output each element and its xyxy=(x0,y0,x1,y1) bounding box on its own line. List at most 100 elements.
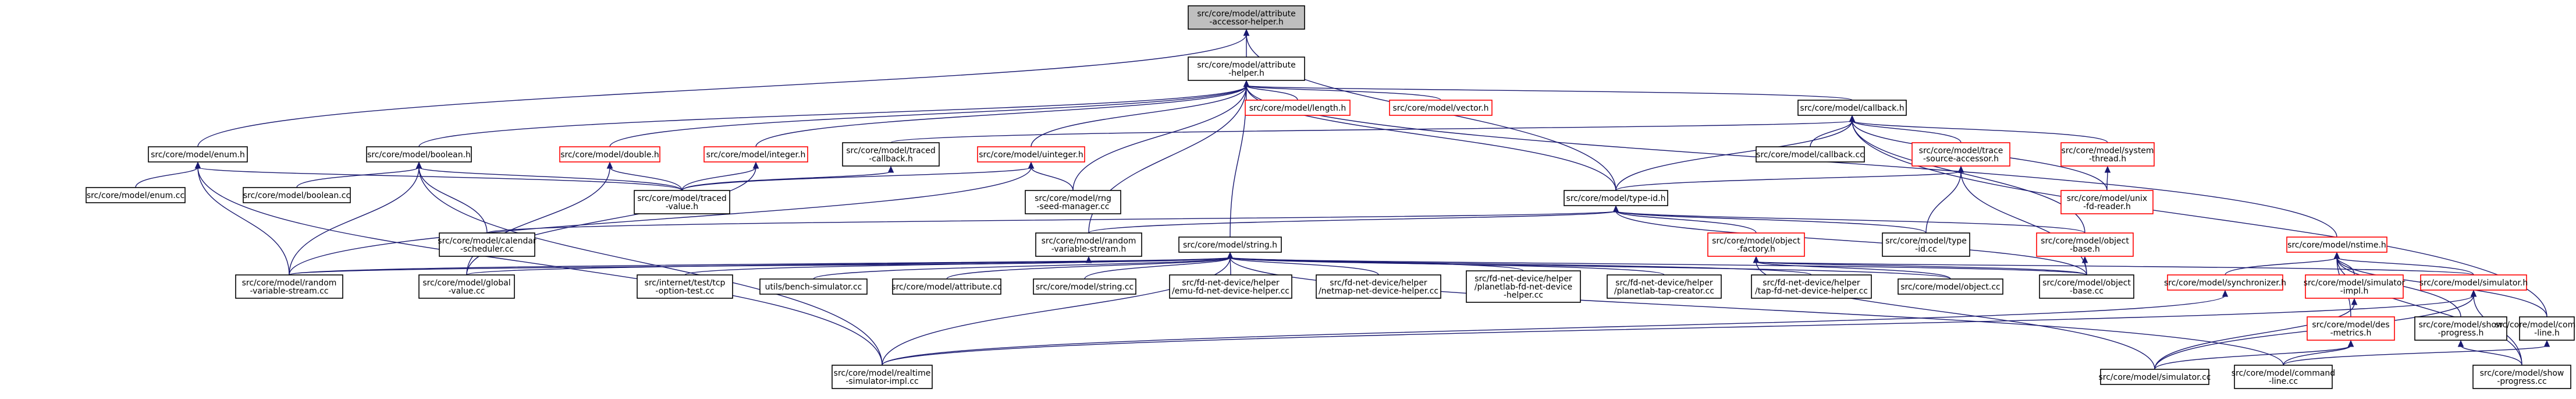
edge-line xyxy=(2460,345,2522,366)
node-planetlab-fd-net-cc[interactable]: src/fd-net-device/helper/planetlab-fd-ne… xyxy=(1466,270,1581,303)
node-label: -simulator-impl.cc xyxy=(845,377,918,386)
node-type-id-h[interactable]: src/core/model/type-id.h xyxy=(1564,190,1668,206)
node-box xyxy=(1035,232,1142,257)
node-traced-callback-h[interactable]: src/core/model/traced-callback.h xyxy=(842,142,940,167)
node-callback-cc[interactable]: src/core/model/callback.cc xyxy=(1756,146,1865,163)
node-object-cc[interactable]: src/core/model/object.cc xyxy=(1898,278,2003,295)
node-system-thread-h[interactable]: src/core/model/system-thread.h xyxy=(2060,142,2155,167)
node-enum-cc[interactable]: src/core/model/enum.cc xyxy=(86,187,186,203)
edge-nstime_h-to-simulator_h xyxy=(2333,252,2474,276)
node-box xyxy=(1188,57,1305,81)
node-trace-source-accessor-h[interactable]: src/core/model/trace-source-accessor.h xyxy=(1911,142,2010,167)
node-box xyxy=(2414,316,2507,341)
edge-traced_callback_h-to-traced_value_h xyxy=(681,165,894,191)
edge-line xyxy=(882,295,2226,366)
node-label: src/core/model/traced xyxy=(846,146,936,156)
node-integer-h[interactable]: src/core/model/integer.h xyxy=(703,146,808,163)
edge-line xyxy=(418,167,488,234)
node-string-cc[interactable]: src/core/model/string.cc xyxy=(1033,278,1136,295)
node-label: src/core/model/system xyxy=(2061,146,2154,156)
node-box xyxy=(1911,142,2010,167)
node-rng-seed-manager-cc[interactable]: src/core/model/rng-seed-manager.cc xyxy=(1025,190,1121,214)
node-object-base-cc[interactable]: src/core/model/object-base.cc xyxy=(2039,274,2134,299)
edge-line xyxy=(486,210,1616,234)
node-label: -callback.h xyxy=(869,154,913,164)
node-label: src/core/model/object xyxy=(2041,236,2129,246)
node-tap-fd-net-cc[interactable]: src/fd-net-device/helper/tap-fd-net-devi… xyxy=(1751,274,1872,299)
node-simulator-cc[interactable]: src/core/model/simulator.cc xyxy=(2098,369,2211,385)
node-label: -helper.h xyxy=(1228,69,1264,78)
edge-line xyxy=(1230,257,1951,280)
node-box xyxy=(2519,316,2575,341)
edge-line xyxy=(289,167,420,276)
node-length-h[interactable]: src/core/model/length.h xyxy=(1245,100,1351,116)
node-boolean-cc[interactable]: src/core/model/boolean.cc xyxy=(243,187,351,203)
node-random-variable-stream-h[interactable]: src/core/model/random-variable-stream.h xyxy=(1035,232,1142,257)
node-global-value-cc[interactable]: src/core/model/global-value.cc xyxy=(418,274,515,299)
node-unix-fd-reader-h[interactable]: src/core/model/unix-fd-reader.h xyxy=(2060,190,2154,214)
node-random-variable-stream-cc[interactable]: src/core/model/random-variable-stream.cc xyxy=(235,274,343,299)
edge-line xyxy=(2283,345,2351,366)
edge-line xyxy=(1230,257,1812,276)
edge-simulator_h-to-realtime_simulator_impl_cc xyxy=(882,289,2477,366)
node-emu-fd-net-cc[interactable]: src/fd-net-device/helper/emu-fd-net-devi… xyxy=(1169,274,1292,299)
node-uinteger-h[interactable]: src/core/model/uinteger.h xyxy=(977,146,1085,163)
edge-line xyxy=(1615,210,1757,234)
node-traced-value-h[interactable]: src/core/model/traced-value.h xyxy=(634,190,730,214)
node-simulator-impl-h[interactable]: src/core/model/simulator-impl.h xyxy=(2304,274,2406,299)
node-box xyxy=(759,278,868,295)
node-nstime-h[interactable]: src/core/model/nstime.h xyxy=(2286,236,2387,253)
node-command-line-cc[interactable]: src/core/model/command-line.cc xyxy=(2232,365,2335,389)
node-attribute-cc[interactable]: src/core/model/attribute.cc xyxy=(891,278,1002,295)
node-box xyxy=(1178,236,1282,253)
edge-double_h-to-traced_value_h xyxy=(606,161,683,191)
node-des-metrics-h[interactable]: src/core/model/des-metrics.h xyxy=(2307,316,2395,341)
edge-attribute_helper-to-rng_seed_manager_cc xyxy=(1072,80,1250,191)
node-type-id-cc[interactable]: src/core/model/type-id.cc xyxy=(1882,232,1970,257)
edge-line xyxy=(1084,257,1231,280)
edge-uinteger_h-to-random_variable_stream_cc xyxy=(289,161,1035,276)
node-box xyxy=(559,146,660,163)
node-vector-h[interactable]: src/core/model/vector.h xyxy=(1389,100,1493,116)
edge-line xyxy=(2225,257,2337,276)
edge-type_id_h-to-object_factory_h xyxy=(1612,205,1757,234)
node-label: src/core/model/string.h xyxy=(1183,241,1277,250)
node-tcp-option-test-cc[interactable]: src/internet/test/tcp-option-test.cc xyxy=(637,274,733,299)
node-label: src/core/model/synchronizer.h xyxy=(2164,278,2286,288)
node-realtime-simulator-impl-cc[interactable]: src/core/model/realtime-simulator-impl.c… xyxy=(832,365,933,389)
node-planetlab-tap-creator-cc[interactable]: src/fd-net-device/helper/planetlab-tap-c… xyxy=(1607,274,1722,299)
node-command-line-h[interactable]: src/core/model/command-line.h xyxy=(2495,316,2576,341)
node-box xyxy=(637,274,733,299)
node-object-factory-h[interactable]: src/core/model/object-factory.h xyxy=(1707,232,1805,257)
edge-line xyxy=(197,167,883,366)
node-label: src/core/model/length.h xyxy=(1249,104,1346,113)
node-box xyxy=(2036,232,2134,257)
node-enum-h[interactable]: src/core/model/enum.h xyxy=(148,146,248,163)
edge-object_base_h-to-object_base_cc xyxy=(2081,256,2088,276)
node-bench-simulator-cc[interactable]: utils/bench-simulator.cc xyxy=(759,278,868,295)
arrowhead xyxy=(606,161,613,169)
edge-line xyxy=(2336,257,2474,276)
node-boolean-h[interactable]: src/core/model/boolean.h xyxy=(366,146,472,163)
node-show-progress-h[interactable]: src/core/model/show-progress.h xyxy=(2414,316,2507,341)
edge-line xyxy=(1615,210,1927,234)
node-synchronizer-h[interactable]: src/core/model/synchronizer.h xyxy=(2164,274,2286,291)
node-calendar-scheduler-cc[interactable]: src/core/model/calendar-scheduler.cc xyxy=(438,232,536,257)
node-double-h[interactable]: src/core/model/double.h xyxy=(559,146,660,163)
node-label: -thread.h xyxy=(2089,154,2126,164)
arrowhead xyxy=(1612,205,1619,213)
node-label: src/core/model/enum.cc xyxy=(87,191,184,200)
node-attribute-helper[interactable]: src/core/model/attribute-helper.h xyxy=(1188,57,1305,81)
node-netmap-net-cc[interactable]: src/fd-net-device/helper/netmap-net-devi… xyxy=(1316,274,1441,299)
node-label: src/core/model/attribute.cc xyxy=(891,283,1001,292)
node-label: src/core/model/simulator.cc xyxy=(2098,373,2211,382)
node-callback-h[interactable]: src/core/model/callback.h xyxy=(1797,100,1907,116)
node-object-base-h[interactable]: src/core/model/object-base.h xyxy=(2036,232,2134,257)
node-show-progress-cc[interactable]: src/core/model/show-progress.cc xyxy=(2472,365,2571,389)
edge-line xyxy=(197,167,290,276)
edge-line xyxy=(681,167,1032,191)
node-string-h[interactable]: src/core/model/string.h xyxy=(1178,236,1282,253)
arrowhead xyxy=(2351,298,2358,305)
node-simulator-h[interactable]: src/core/model/simulator.h xyxy=(2419,274,2528,291)
